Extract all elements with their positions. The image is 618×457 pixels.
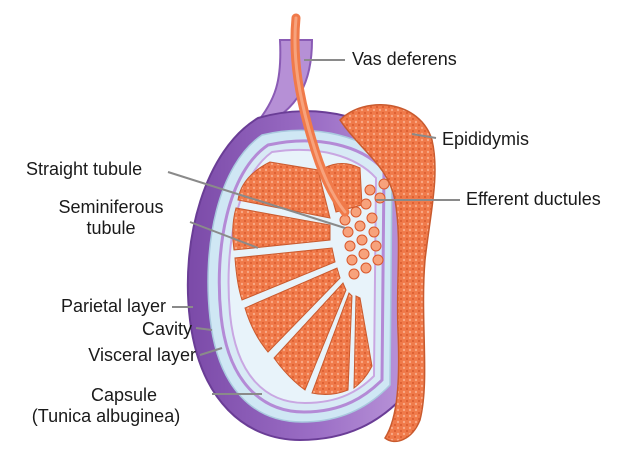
label-seminiferous-line2: tubule	[36, 218, 186, 239]
label-visceral-layer: Visceral layer	[30, 345, 196, 366]
label-vas-deferens: Vas deferens	[352, 49, 457, 70]
label-seminiferous-tubule: Seminiferous tubule	[36, 197, 186, 239]
label-capsule-line1: Capsule	[6, 385, 206, 406]
label-parietal-layer: Parietal layer	[20, 296, 166, 317]
label-efferent-ductules: Efferent ductules	[466, 189, 601, 210]
label-cavity: Cavity	[100, 319, 192, 340]
label-epididymis: Epididymis	[442, 129, 529, 150]
label-capsule-line2: (Tunica albuginea)	[6, 406, 206, 427]
label-capsule: Capsule (Tunica albuginea)	[6, 385, 206, 427]
label-straight-tubule: Straight tubule	[26, 159, 142, 180]
label-seminiferous-line1: Seminiferous	[36, 197, 186, 218]
